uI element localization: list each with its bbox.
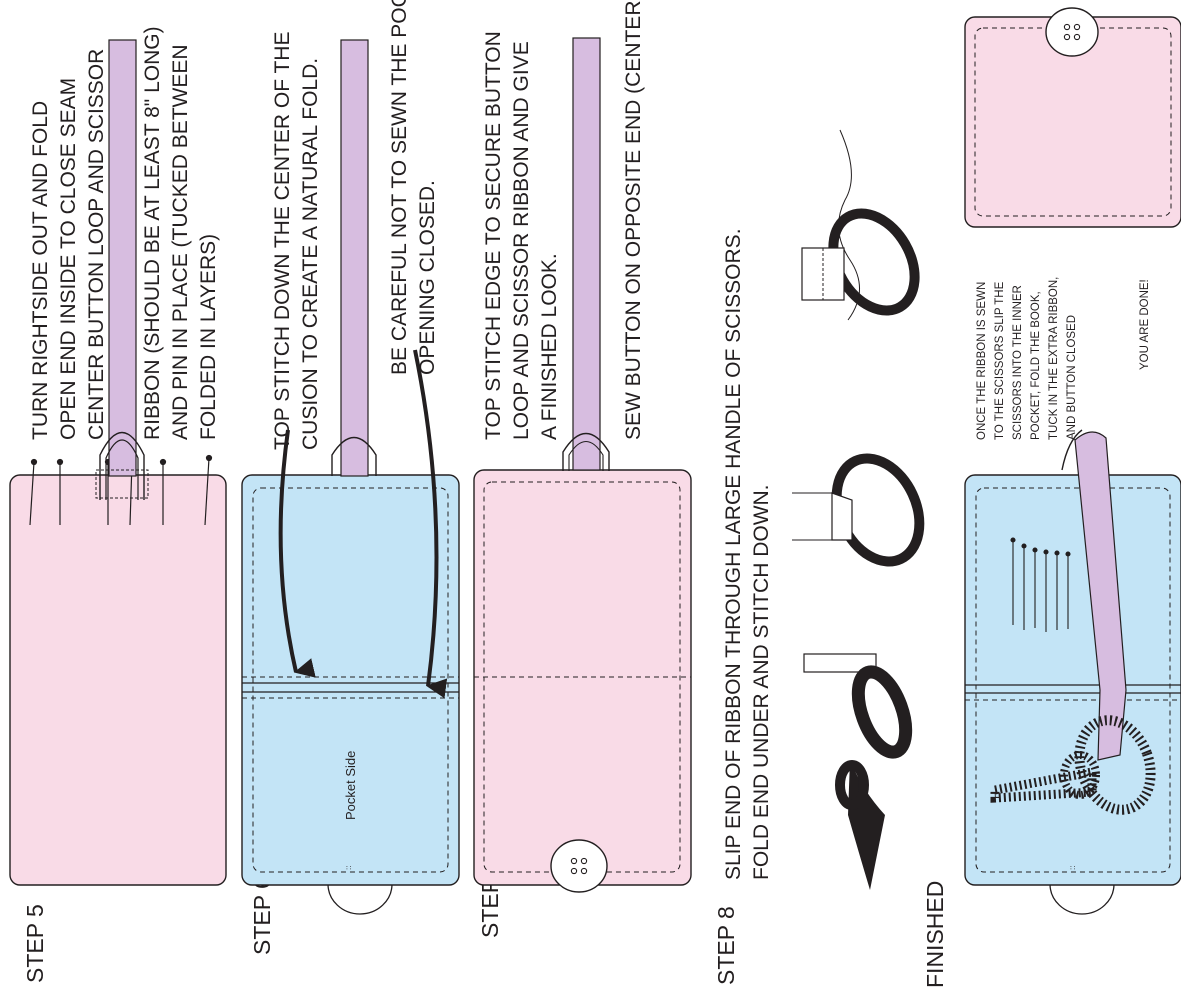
pocket-side-label: Pocket Side [343, 751, 358, 820]
step-6-arrow-icon [278, 429, 316, 678]
step-8-text-line: FOLD END UNDER AND STITCH DOWN. [750, 484, 773, 880]
step-5-instructions: TURN RIGHTSIDE OUT AND FOLD OPEN END INS… [29, 26, 220, 440]
step-6-text-line: OPENING CLOSED. [416, 180, 439, 375]
step-5-cushion [9, 474, 227, 886]
step-6-tag-mark: :: [344, 866, 353, 870]
finished: FINISHED ONCE THE RIBBON IS SEWN TO THE … [922, 7, 1181, 988]
finished-label: FINISHED [922, 881, 948, 988]
step-6-instructions: TOP STITCH DOWN THE CENTER OF THE CUSION… [271, 0, 439, 450]
step-7-cushion [473, 469, 692, 886]
step-8-text-line: SLIP END OF RIBBON THROUGH LARGE HANDLE … [722, 228, 745, 880]
step-5-text-line: RIBBON (SHOULD BE AT LEAST 8" LONG) [141, 26, 164, 440]
finished-text-line: POCKET, FOLD THE BOOK, [1030, 291, 1042, 440]
step-7-text-line: A FINISHED LOOK. [538, 253, 561, 440]
finished-tag-mark: :: [1068, 866, 1077, 870]
finished-text-line: AND BUTTON CLOSED [1066, 315, 1078, 440]
step-7-ribbon [572, 37, 601, 471]
finished-scissors-icon [990, 715, 1156, 815]
step-7: STEP 7 TOP STITCH EDGE TO SECURE BUTTON … [473, 0, 692, 938]
step-7-button-icon [550, 839, 608, 893]
step-5-label: STEP 5 [22, 904, 48, 983]
finished-button-edge [1049, 883, 1115, 915]
step-6-cushion [241, 474, 460, 886]
step-6-text-line: CUSION TO CREATE A NATURAL FOLD. [299, 58, 322, 450]
step-5-ribbon [108, 39, 137, 477]
step-6-ribbon [340, 39, 369, 477]
step-8: STEP 8 SLIP END OF RIBBON THROUGH LARGE … [713, 129, 925, 985]
step-6-button-edge [327, 883, 393, 915]
scissors-icon [803, 653, 913, 890]
step-5-text-line: CENTER BUTTON LOOP AND SCISSOR [85, 49, 108, 440]
step-5-text-line: OPEN END INSIDE TO CLOSE SEAM [57, 78, 80, 440]
ribbon-stitched-icon [801, 129, 920, 321]
finished-button-icon [1045, 7, 1099, 57]
step-6-label: STEP 6 [249, 876, 275, 955]
step-7-text-line: TOP STITCH EDGE TO SECURE BUTTON [482, 31, 505, 440]
finished-ribbon [1074, 431, 1127, 761]
step-7-instructions: TOP STITCH EDGE TO SECURE BUTTON LOOP AN… [482, 0, 645, 440]
step-6: STEP 6 Pocket Side :: TOP STITCH DOWN TH… [241, 0, 460, 955]
done-text: YOU ARE DONE! [1139, 279, 1151, 370]
step-6-text-line: TOP STITCH DOWN THE CENTER OF THE [271, 32, 294, 450]
step-8-label: STEP 8 [713, 906, 739, 985]
step-7-text-line: LOOP AND SCISSOR RIBBON AND GIVE [510, 41, 533, 440]
step-6-text-line: BE CAREFUL NOT TO SEWN THE POCKET [388, 0, 411, 375]
ribbon-through-handle-icon [792, 453, 925, 567]
finished-text-line: ONCE THE RIBBON IS SEWN [976, 282, 988, 440]
step-5-text-line: FOLDED IN LAYERS) [197, 234, 220, 440]
finished-text-line: TUCK IN THE EXTRA RIBBON, [1048, 277, 1060, 440]
step-6-arrow-icon [413, 349, 448, 699]
step-5-button-loop [99, 431, 145, 500]
step-7-text-line: SEW BUTTON ON OPPOSITE END (CENTERED) [622, 0, 645, 440]
finished-pin-icons [1010, 537, 1071, 632]
finished-text-line: TO THE SCISSORS SLIP THE [994, 281, 1006, 440]
step-5-text-line: AND PIN IN PLACE (TUCKED BETWEEN [169, 44, 192, 440]
finished-inner-cushion [964, 474, 1181, 886]
finished-text-line: SCISSORS INTO THE INNER [1012, 285, 1024, 440]
step-5-text-line: TURN RIGHTSIDE OUT AND FOLD [29, 101, 52, 440]
step-5: STEP 5 TURN RIGHTSIDE OUT AND FOLD OPEN … [9, 26, 227, 983]
finished-instructions: ONCE THE RIBBON IS SEWN TO THE SCISSORS … [976, 277, 1151, 440]
